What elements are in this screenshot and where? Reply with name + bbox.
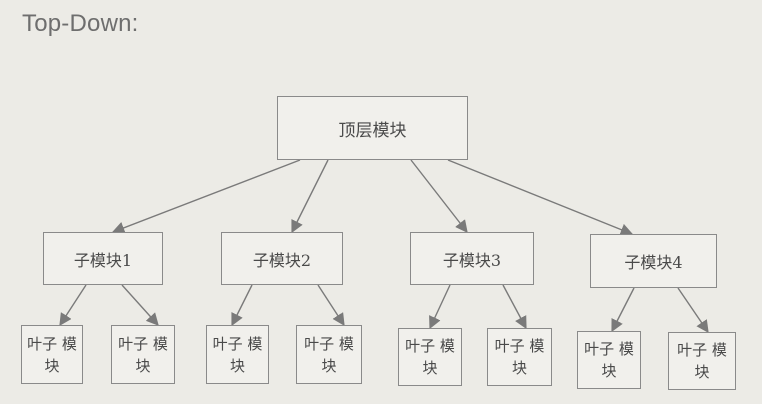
edge-root-to-submodule-4 (447, 159, 634, 236)
edge-submodule-2-to-leaf-1 (231, 284, 253, 327)
submodule-label: 子模块1 (73, 250, 133, 270)
submodule-label: 子模块4 (624, 253, 683, 272)
root-module-box: 顶层模块 (277, 96, 468, 160)
leaf-module-label: 叶子 模块 (118, 334, 168, 375)
submodule-box: 子模块2 (221, 232, 343, 285)
edge-submodule-3-to-leaf-1 (429, 284, 451, 330)
leaf-module-box: 叶子 模块 (296, 325, 362, 384)
leaf-module-box: 叶子 模块 (206, 325, 269, 384)
submodule-label: 子模块3 (442, 250, 502, 270)
leaf-module-label: 叶子 模块 (27, 334, 77, 375)
edge-root-to-submodule-1 (111, 159, 301, 234)
leaf-module-label: 叶子 模块 (494, 337, 545, 377)
submodule-box: 子模块3 (410, 232, 534, 285)
leaf-module-box: 叶子 模块 (487, 328, 552, 386)
leaf-module-box: 叶子 模块 (21, 325, 83, 384)
edge-submodule-4-to-leaf-2 (677, 287, 709, 334)
edge-submodule-3-to-leaf-2 (502, 284, 527, 330)
leaf-module-label: 叶子 模块 (212, 334, 263, 375)
page-title: Top-Down: (22, 10, 139, 37)
leaf-module-box: 叶子 模块 (668, 332, 736, 390)
leaf-module-box: 叶子 模块 (398, 328, 462, 386)
edge-submodule-4-to-leaf-1 (611, 287, 635, 333)
edge-root-to-submodule-2 (291, 159, 329, 234)
leaf-module-box: 叶子 模块 (111, 325, 175, 384)
root-module-label: 顶层模块 (338, 120, 407, 141)
edge-root-to-submodule-3 (410, 159, 468, 233)
leaf-module-box: 叶子 模块 (577, 331, 641, 389)
edge-submodule-1-to-leaf-1 (59, 284, 87, 327)
leaf-module-label: 叶子 模块 (677, 341, 727, 381)
edge-submodule-2-to-leaf-2 (317, 284, 345, 327)
leaf-module-label: 叶子 模块 (405, 337, 455, 377)
leaf-module-label: 叶子 模块 (584, 340, 634, 380)
leaf-module-label: 叶子 模块 (304, 334, 354, 375)
submodule-box: 子模块1 (43, 232, 163, 285)
edge-submodule-1-to-leaf-2 (121, 284, 159, 326)
submodule-label: 子模块2 (252, 250, 312, 270)
submodule-box: 子模块4 (590, 234, 717, 288)
